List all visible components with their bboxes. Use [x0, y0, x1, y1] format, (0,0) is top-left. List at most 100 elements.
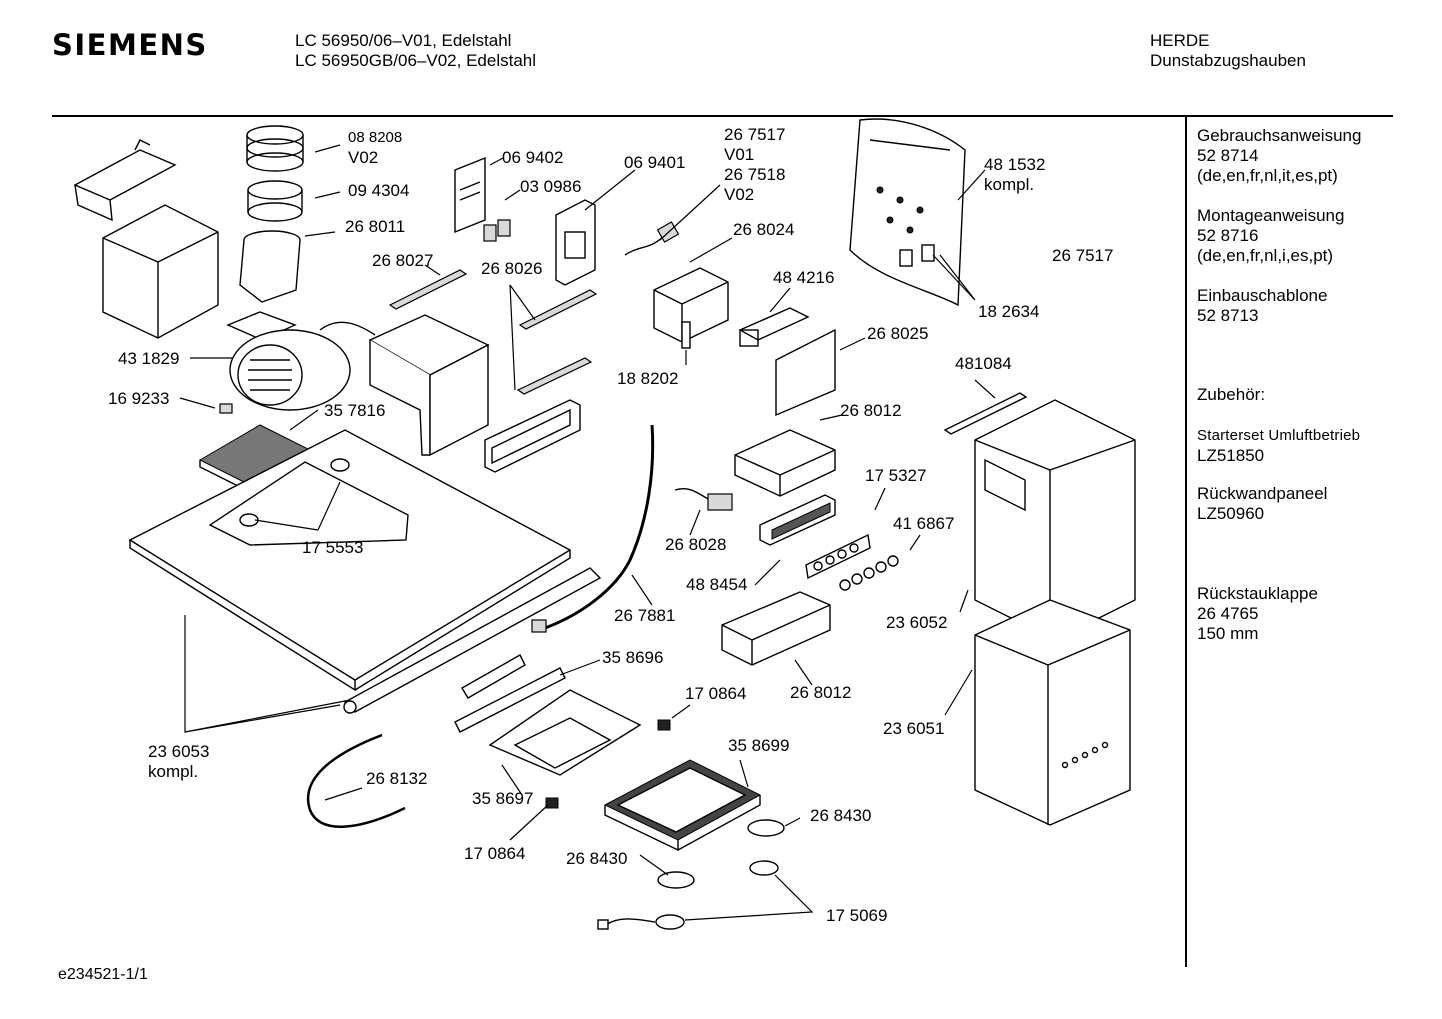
accessory-number: 26 4765	[1197, 604, 1259, 623]
cable-drawing	[544, 424, 655, 630]
part-number: 23 6053	[148, 742, 210, 761]
accessory-title: Rückwandpaneel	[1197, 484, 1328, 503]
category-line: Dunstabzugshauben	[1150, 51, 1306, 70]
button-panel-drawing	[805, 533, 871, 580]
part-label: 23 6051	[883, 719, 945, 738]
product-category: HERDE Dunstabzugshauben	[1150, 31, 1306, 71]
doc-number: 52 8714	[1197, 146, 1259, 165]
accessory-size: 150 mm	[1197, 624, 1259, 643]
duct-collar-drawing	[246, 125, 304, 222]
part-label: 09 4304	[348, 181, 410, 200]
part-label: 17 0864	[464, 844, 526, 863]
accessory-rueckstauklappe: Rückstauklappe 26 4765 150 mm	[1197, 584, 1318, 644]
model-designation: LC 56950/06–V01, Edelstahl LC 56950GB/06…	[295, 31, 536, 71]
part-label: 48 1532 kompl.	[984, 155, 1045, 195]
part-label: 16 9233	[108, 389, 170, 408]
side-strip-drawing	[516, 357, 593, 395]
part-variant: V01	[724, 145, 755, 164]
part-note: kompl.	[148, 762, 199, 781]
lamp-cable-drawing	[307, 733, 406, 828]
halogen-lamp-drawing	[597, 819, 785, 930]
clamp-drawing	[454, 156, 486, 234]
part-label: 26 8027	[372, 251, 434, 270]
socket-plate-drawing	[555, 199, 596, 286]
model-line: LC 56950GB/06–V02, Edelstahl	[295, 51, 537, 70]
part-note: kompl.	[984, 175, 1035, 194]
part-label: 26 8132	[366, 769, 428, 788]
doc-languages: (de,en,fr,nl,it,es,pt)	[1197, 166, 1338, 185]
header-divider	[52, 115, 1393, 117]
leader-lines	[179, 144, 996, 921]
sidebar-divider	[1185, 117, 1187, 967]
part-label: 26 8024	[733, 220, 795, 239]
part-label: 35 7816	[324, 401, 386, 420]
doc-montageanweisung: Montageanweisung 52 8716 (de,en,fr,nl,i,…	[1197, 206, 1344, 266]
canopy-panel-drawing	[128, 429, 572, 692]
part-label: 35 8699	[728, 736, 790, 755]
terminal-drawing	[483, 219, 511, 242]
part-label: 23 6052	[886, 613, 948, 632]
accessory-number: LZ50960	[1197, 504, 1265, 523]
part-number: 26 7517	[724, 125, 786, 144]
switch-drawing	[219, 403, 233, 414]
part-label: 26 8430	[810, 806, 872, 825]
doc-number: 52 8716	[1197, 226, 1259, 245]
accessory-number: LZ51850	[1197, 446, 1265, 465]
doc-title: Einbauschablone	[1197, 286, 1328, 305]
part-label: 17 5327	[865, 466, 927, 485]
category-line: HERDE	[1150, 31, 1210, 50]
mounting-rail-drawing	[454, 654, 566, 733]
doc-number: 52 8713	[1197, 306, 1259, 325]
part-label: 41 6867	[893, 514, 955, 533]
side-strip-drawing	[388, 269, 468, 310]
wall-bracket-drawing	[73, 139, 177, 222]
part-label: 17 5069	[826, 906, 888, 925]
part-label: 18 2634	[978, 302, 1040, 321]
doc-languages: (de,en,fr,nl,i,es,pt)	[1197, 246, 1334, 265]
accessories-heading: Zubehör:	[1197, 385, 1266, 404]
accessory-starterset: Starterset Umluftbetrieb LZ51850	[1197, 426, 1360, 466]
model-line: LC 56950/06–V01, Edelstahl	[295, 31, 512, 50]
part-label: 26 8025	[867, 324, 929, 343]
lower-chimney-drawing	[974, 599, 1131, 826]
accessory-title: Starterset Umluftbetrieb	[1197, 427, 1361, 444]
part-label: 48 4216	[773, 268, 835, 287]
motor-housing-drawing	[368, 314, 490, 457]
part-label: 17 0864	[685, 684, 747, 703]
part-number: 26 7518	[724, 165, 786, 184]
part-label: 18 8202	[617, 369, 679, 388]
accessory-rueckwandpaneel: Rückwandpaneel LZ50960	[1197, 484, 1327, 524]
control-housing-drawing	[734, 429, 836, 497]
cable-plug-drawing	[531, 619, 547, 633]
cable-connector-drawing	[674, 488, 733, 511]
part-label: 26 8026	[481, 259, 543, 278]
accessory-title: Rückstauklappe	[1197, 584, 1318, 603]
doc-title: Gebrauchsanweisung	[1197, 126, 1362, 145]
part-label: 35 8697	[472, 789, 534, 808]
knob-set-drawing	[839, 555, 899, 591]
part-label: 08 8208 V02	[348, 128, 402, 168]
duct-adapter-drawing	[239, 230, 301, 303]
bracket-drawing	[943, 392, 1028, 435]
clip-drawing	[657, 719, 671, 731]
control-board-drawing	[759, 494, 836, 546]
part-label: 26 8012	[840, 401, 902, 420]
side-strip-drawing	[518, 289, 598, 330]
metal-filter-drawing	[603, 759, 762, 852]
part-variant: V02	[348, 148, 379, 167]
part-label: 26 7517 V01 26 7518 V02	[724, 125, 785, 205]
part-label: 26 7517	[1052, 246, 1114, 265]
part-label: 48 8454	[686, 575, 748, 594]
lamp-housing-drawing	[653, 267, 729, 349]
doc-title: Montageanweisung	[1197, 206, 1345, 225]
part-label: 23 6053 kompl.	[148, 742, 209, 782]
part-label: 35 8696	[602, 648, 664, 667]
vent-slot-drawing	[484, 399, 581, 473]
electronics-tray-drawing	[721, 591, 831, 666]
part-label: 26 7881	[614, 606, 676, 625]
screw-bag-drawing	[849, 118, 966, 307]
part-label: 26 8012	[790, 683, 852, 702]
power-plug-drawing	[624, 221, 680, 256]
drawing-reference: e234521-1/1	[58, 966, 148, 983]
